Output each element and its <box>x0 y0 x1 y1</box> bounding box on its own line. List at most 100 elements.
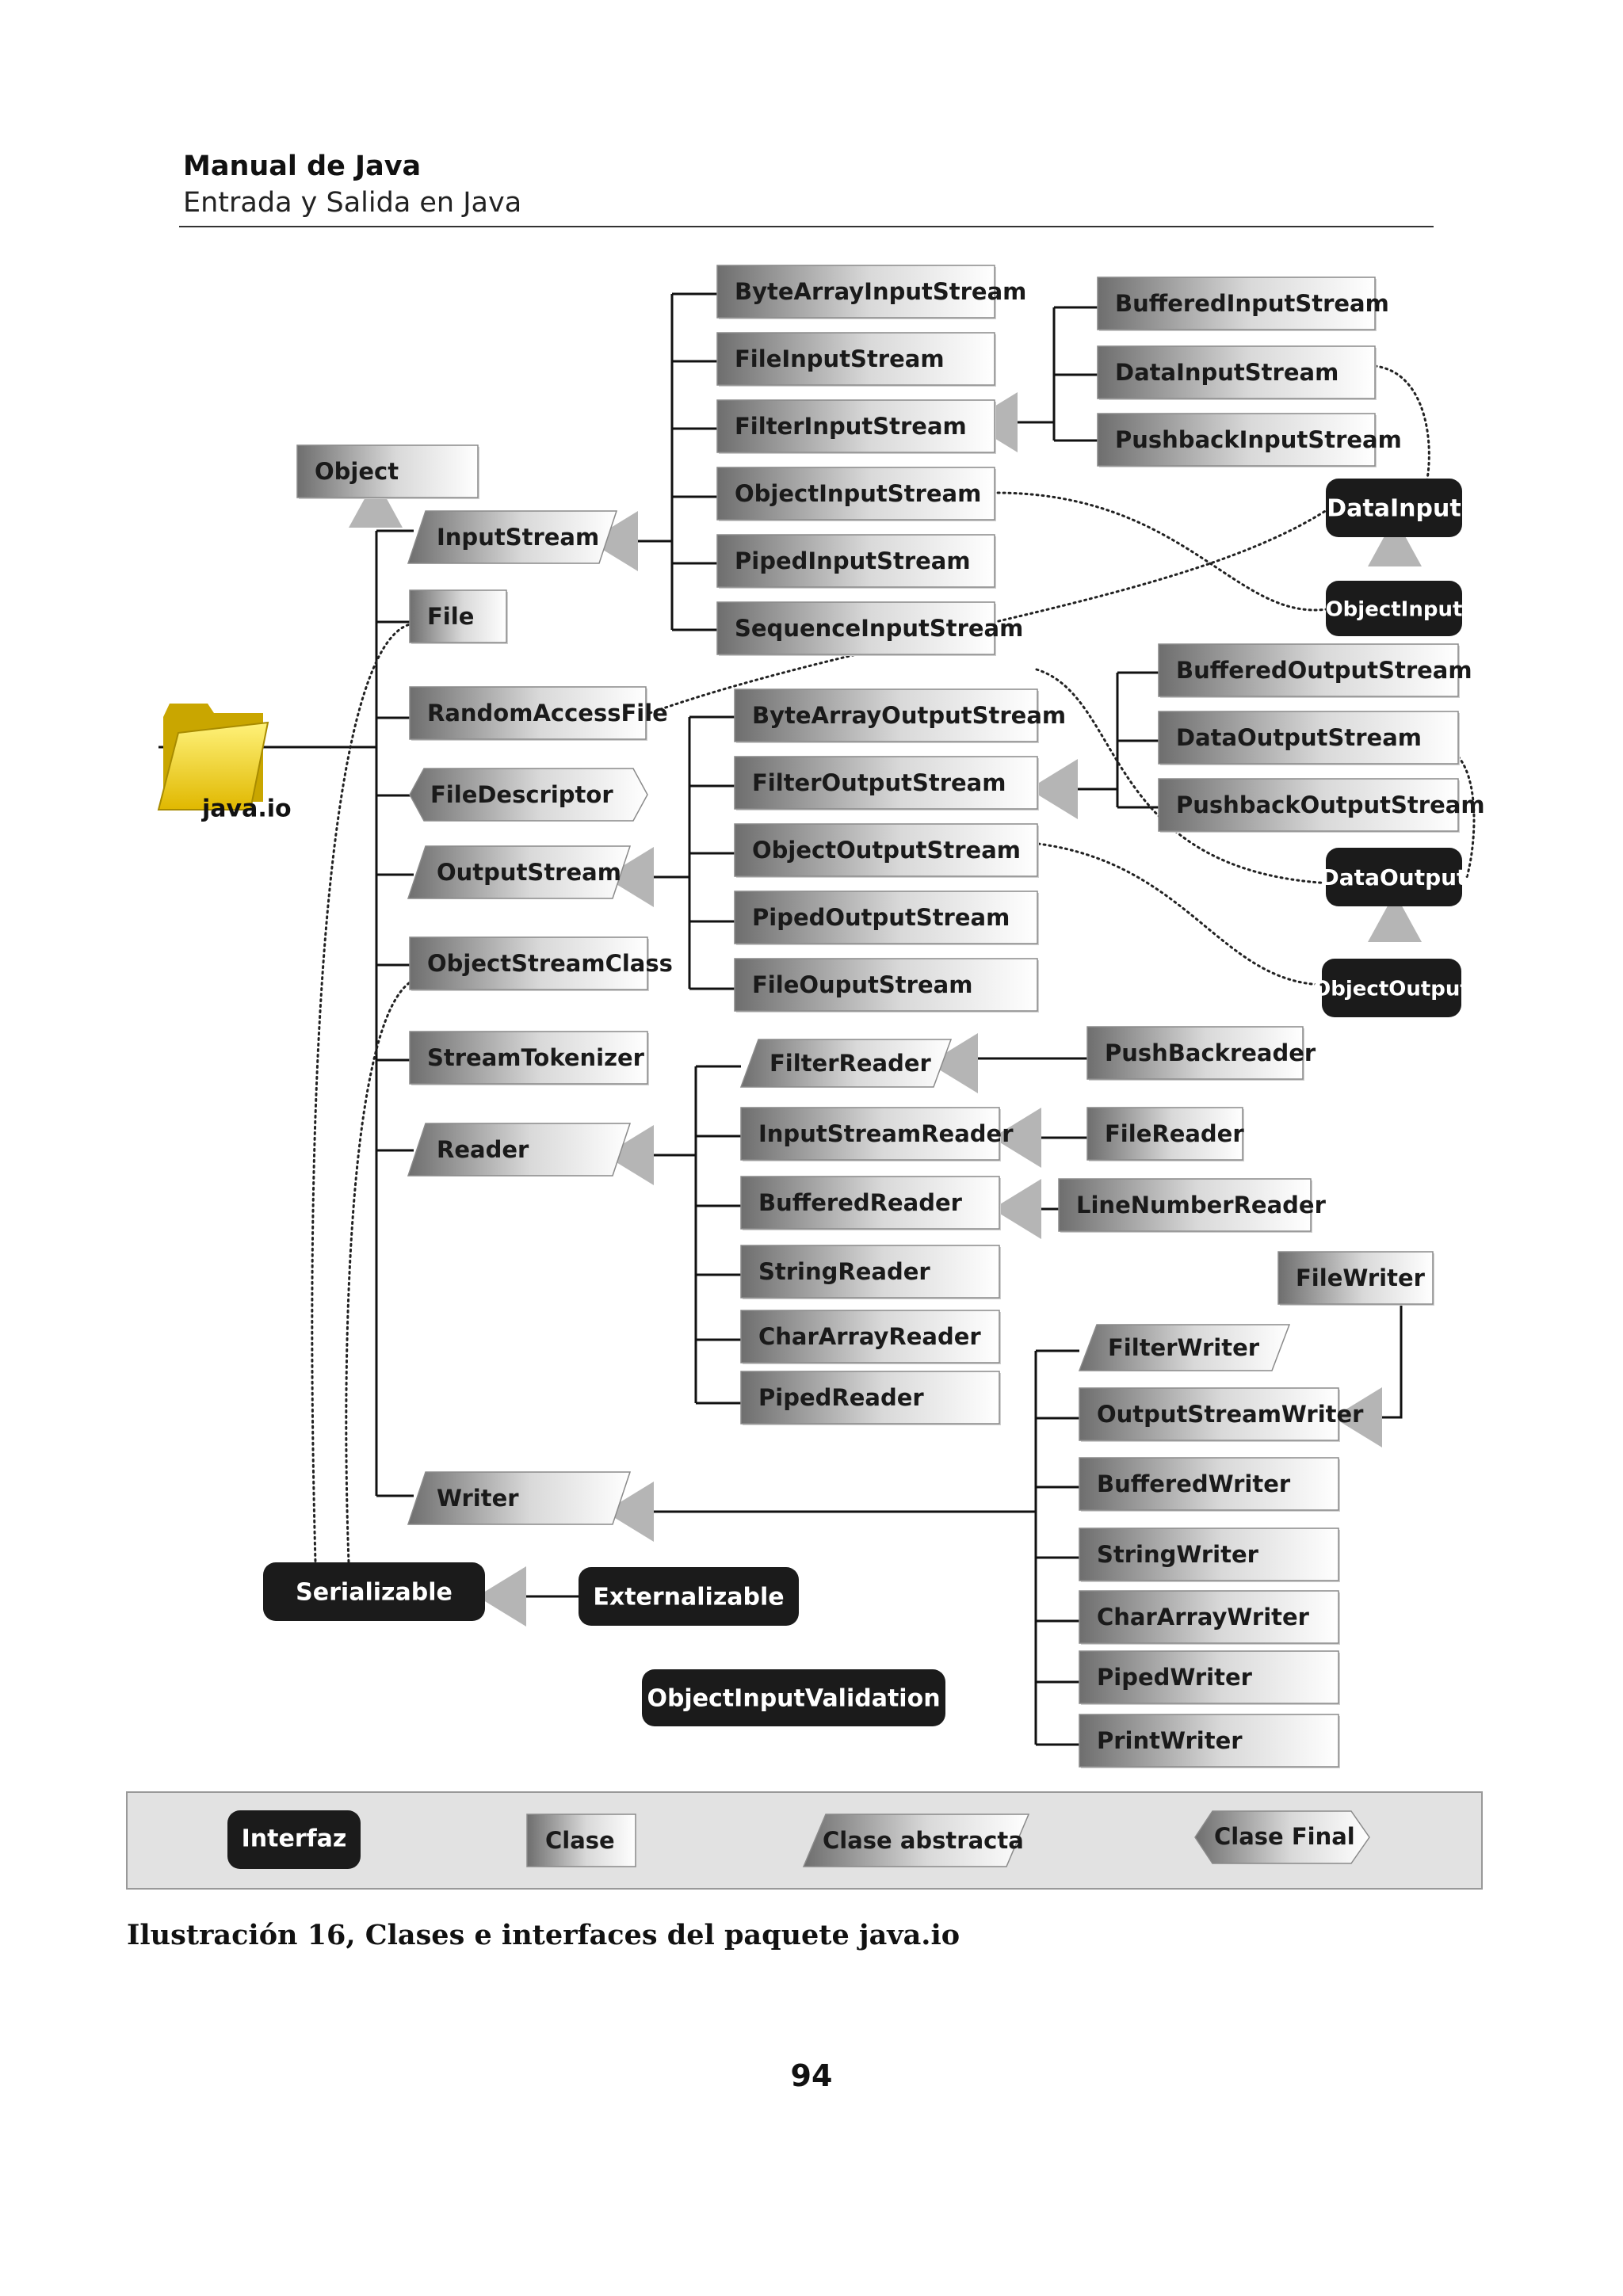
class-box <box>409 589 507 643</box>
class-label: PipedReader <box>758 1384 924 1411</box>
hierarchy-line <box>1381 1303 1403 1419</box>
class-box <box>716 534 995 588</box>
class-byte-array-input-stream: ByteArrayInputStream <box>716 265 1026 319</box>
class-label: PipedOutputStream <box>752 904 1010 931</box>
class-label: CharArrayWriter <box>1097 1604 1310 1630</box>
class-label: FileOuputStream <box>752 971 972 998</box>
class-buffered-input-stream: BufferedInputStream <box>1097 277 1389 331</box>
class-box <box>1158 711 1459 765</box>
abstract-label: InputStream <box>437 524 599 551</box>
class-input-stream-reader: InputStreamReader <box>740 1107 1014 1161</box>
legend-abstract-box <box>802 1814 1030 1867</box>
class-char-array-reader: CharArrayReader <box>740 1310 1001 1364</box>
interface-label: Externalizable <box>593 1584 784 1611</box>
implements-line <box>1035 668 1333 885</box>
abstract-label: OutputStream <box>437 859 621 886</box>
class-box <box>1097 277 1376 330</box>
class-sequence-input-stream: SequenceInputStream <box>716 601 1023 656</box>
implements-line <box>311 622 415 1564</box>
implements-line <box>345 978 415 1564</box>
class-output-stream-writer: OutputStreamWriter <box>1079 1387 1364 1442</box>
class-label: BufferedWriter <box>1097 1470 1291 1497</box>
class-box <box>716 601 995 655</box>
legend-class: Clase <box>526 1814 636 1867</box>
legend-abstract-class: Clase abstracta <box>802 1814 1030 1867</box>
class-label: RandomAccessFile <box>427 700 668 727</box>
legend-class-box <box>526 1814 636 1867</box>
interface-box <box>1326 581 1462 636</box>
class-box <box>409 686 647 740</box>
class-label: StringWriter <box>1097 1541 1259 1568</box>
class-object-input-stream: ObjectInputStream <box>716 467 996 521</box>
class-label: SequenceInputStream <box>735 615 1023 642</box>
class-box <box>1097 345 1376 399</box>
class-file-input-stream: FileInputStream <box>716 332 996 387</box>
class-label: OutputStreamWriter <box>1097 1401 1364 1428</box>
abstract-input-stream: InputStream <box>407 510 618 564</box>
class-box <box>1086 1026 1304 1080</box>
class-label: StringReader <box>758 1258 930 1285</box>
implements-line <box>1037 842 1325 986</box>
class-buffered-reader: BufferedReader <box>740 1176 1001 1230</box>
class-box <box>1086 1107 1243 1161</box>
abstract-label: Reader <box>437 1136 529 1163</box>
class-string-reader: StringReader <box>740 1245 1001 1299</box>
class-box <box>740 1245 1000 1299</box>
interface-box <box>642 1669 945 1726</box>
interface-externalizable: Externalizable <box>579 1567 799 1626</box>
implements-line <box>1373 364 1430 485</box>
abstract-box <box>1078 1324 1291 1371</box>
class-label: PipedInputStream <box>735 547 971 574</box>
class-box <box>734 688 1038 742</box>
class-label: DataInputStream <box>1115 359 1338 386</box>
interface-box <box>579 1567 799 1626</box>
page-number: 94 <box>790 2058 833 2093</box>
class-piped-input-stream: PipedInputStream <box>716 534 996 589</box>
class-piped-reader: PipedReader <box>740 1371 1001 1425</box>
interface-box <box>1326 479 1462 537</box>
interface-object-input: ObjectInput <box>1326 581 1462 636</box>
inheritance-arrow <box>605 847 654 907</box>
class-piped-writer: PipedWriter <box>1079 1650 1340 1705</box>
class-box <box>1079 1650 1339 1704</box>
figure-caption: Ilustración 16, Clases e interfaces del … <box>127 1919 960 1951</box>
legend-interface-box <box>227 1810 361 1869</box>
class-box <box>1158 778 1459 832</box>
class-box <box>1079 1527 1339 1581</box>
class-box <box>1079 1590 1339 1644</box>
inheritance-arrow <box>1368 517 1422 566</box>
abstract-reader: Reader <box>407 1123 632 1177</box>
class-file-reader: FileReader <box>1086 1107 1244 1161</box>
class-box <box>740 1107 1000 1161</box>
class-file: File <box>409 589 508 644</box>
class-label: ByteArrayInputStream <box>735 278 1026 305</box>
class-box <box>716 332 995 386</box>
class-label: CharArrayReader <box>758 1323 981 1350</box>
class-box <box>1079 1714 1339 1768</box>
class-box <box>734 756 1038 810</box>
class-label: PipedWriter <box>1097 1664 1253 1691</box>
class-box <box>1277 1251 1434 1305</box>
class-label: LineNumberReader <box>1076 1192 1327 1219</box>
interface-object-output: ObjectOutput <box>1313 959 1470 1017</box>
class-line-number-reader: LineNumberReader <box>1058 1178 1327 1233</box>
class-box <box>716 467 995 521</box>
abstract-filter-writer: FilterWriter <box>1078 1324 1291 1371</box>
abstract-label: FilterWriter <box>1108 1334 1260 1361</box>
implements-line <box>648 505 1333 715</box>
java-io-label: java.io <box>201 795 292 823</box>
header-title: Manual de Java <box>183 151 422 182</box>
inheritance-arrow <box>1029 759 1078 819</box>
class-label: PushbackOutputStream <box>1176 791 1485 818</box>
class-object-output-stream: ObjectOutputStream <box>734 823 1039 878</box>
class-label: InputStreamReader <box>758 1120 1014 1147</box>
class-label: ObjectOutputStream <box>752 837 1021 864</box>
final-file-descriptor: FileDescriptor <box>409 768 648 822</box>
class-filter-input-stream: FilterInputStream <box>716 399 996 454</box>
class-label: ByteArrayOutputStream <box>752 702 1066 729</box>
class-box <box>1058 1178 1312 1232</box>
class-random-access-file: RandomAccessFile <box>409 686 668 741</box>
inheritance-arrow <box>605 1125 654 1185</box>
class-box <box>740 1371 1000 1425</box>
